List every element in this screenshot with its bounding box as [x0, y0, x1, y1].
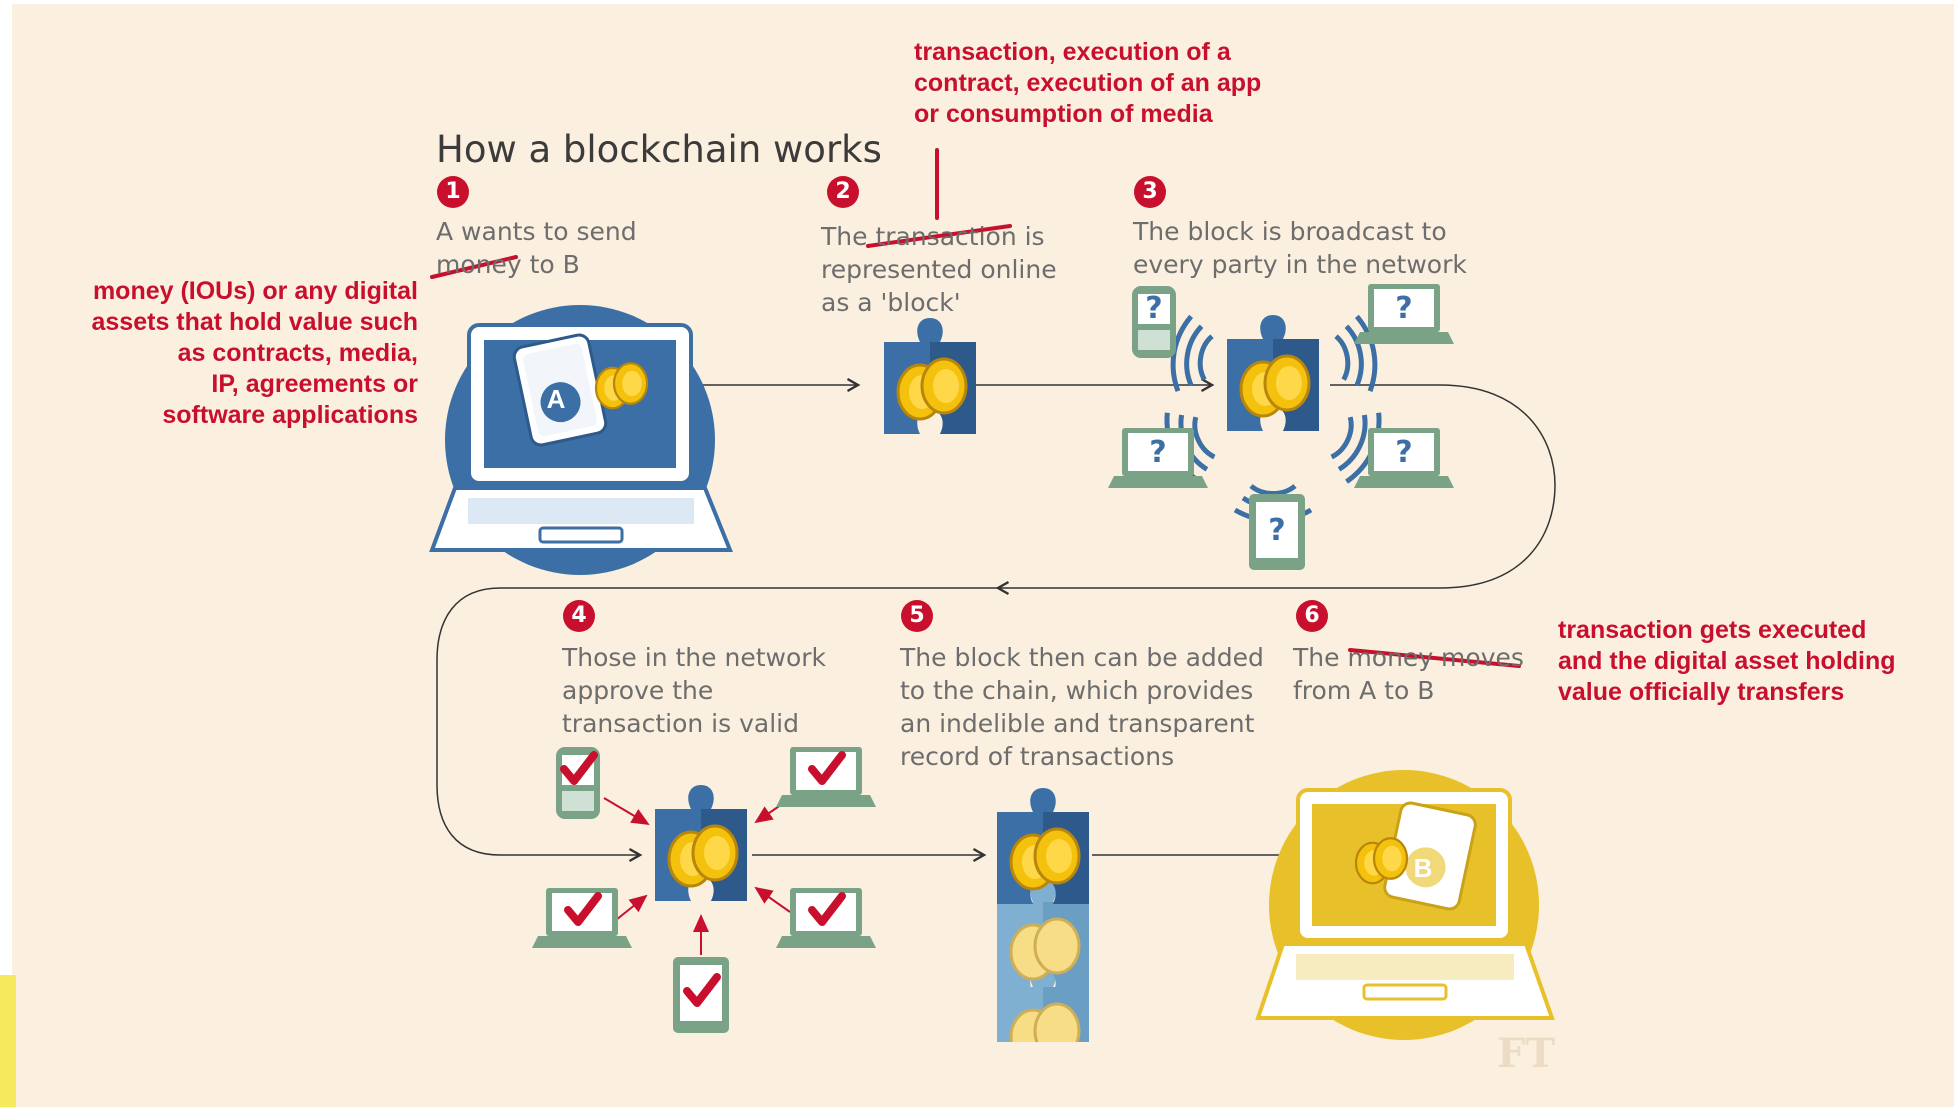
annotation-top-line: transaction, execution of a [914, 38, 1231, 66]
laptop-b-icon: B [1255, 770, 1555, 1040]
step-2-line: as a 'block' [821, 288, 961, 317]
approver-phone-icon [556, 747, 600, 819]
wallet-b-label: B [1414, 853, 1433, 883]
annotation-strike-lines [430, 148, 1521, 668]
question-marks: ? ? ? ? ? [1145, 291, 1412, 548]
annotation-left-line: assets that hold value such [91, 308, 419, 336]
step-4-line: transaction is valid [562, 709, 799, 738]
question-mark-icon: ? [1268, 513, 1285, 548]
step-6-number-badge: 6 [1296, 600, 1328, 632]
step-1-line: money to B [436, 250, 580, 279]
annotation-top: transaction, execution of a contract, ex… [914, 37, 1261, 130]
step-2-line: The transaction is [821, 222, 1045, 251]
step-4-line: Those in the network [562, 643, 827, 672]
wallet-a-label: A [547, 384, 566, 414]
approver-laptop-icon [776, 888, 876, 948]
annotation-right: transaction gets executed and the digita… [1558, 615, 1896, 708]
step-3-line: every party in the network [1133, 250, 1467, 279]
annotation-left: money (IOUs) or any digital assets that … [92, 276, 419, 431]
approval-arrows [603, 797, 791, 955]
broadcast-block-icon [1227, 315, 1319, 431]
step-3-text: The block is broadcast to every party in… [1133, 215, 1467, 281]
step-1-text: A wants to send money to B [436, 215, 637, 281]
step-1-number-badge: 1 [437, 176, 469, 208]
laptop-a-icon: A [429, 305, 733, 575]
question-mark-icon: ? [1395, 435, 1412, 470]
page-title: How a blockchain works [436, 128, 882, 171]
question-mark-icon: ? [1149, 435, 1166, 470]
connector-lines [436, 377, 1556, 863]
question-mark-icon: ? [1145, 291, 1162, 326]
step-6-line: from A to B [1293, 676, 1435, 705]
annotation-right-line: and the digital asset holding [1558, 647, 1896, 675]
edge-glow [0, 975, 16, 1107]
annotation-left-line: as contracts, media, [177, 339, 418, 367]
ft-credit-logo: FT [1497, 1030, 1556, 1077]
approver-tablet-icon [673, 957, 729, 1033]
annotation-right-line: value officially transfers [1558, 678, 1845, 706]
blockchain-icon [997, 788, 1089, 1079]
annotation-top-line: contract, execution of an app [914, 69, 1262, 97]
step-6-line: The money moves [1293, 643, 1524, 672]
step-5-line: The block then can be added [900, 643, 1264, 672]
left-edge [0, 0, 12, 1107]
question-mark-icon: ? [1395, 291, 1412, 326]
step-5-text: The block then can be added to the chain… [900, 641, 1264, 773]
step-3-line: The block is broadcast to [1133, 217, 1447, 246]
step-2-text: The transaction is represented online as… [821, 220, 1057, 319]
top-edge [0, 0, 1954, 4]
step-5-line: record of transactions [900, 742, 1175, 771]
step-5-number-badge: 5 [901, 600, 933, 632]
step-6-text: The money moves from A to B [1293, 641, 1524, 707]
annotation-right-line: transaction gets executed [1558, 616, 1867, 644]
step-3-number-badge: 3 [1134, 176, 1166, 208]
step-5-line: an indelible and transparent [900, 709, 1255, 738]
annotation-left-line: software applications [162, 401, 418, 429]
approver-laptop-icon [776, 747, 876, 807]
annotation-left-line: IP, agreements or [211, 370, 418, 398]
step-4-text: Those in the network approve the transac… [562, 641, 826, 740]
step-4-line: approve the [562, 676, 714, 705]
block-step-2-icon [884, 318, 976, 434]
step-1-line: A wants to send [436, 217, 637, 246]
annotation-left-line: money (IOUs) or any digital [92, 277, 418, 305]
step-2-line: represented online [821, 255, 1057, 284]
step-2-number-badge: 2 [827, 176, 859, 208]
step-4-number-badge: 4 [563, 600, 595, 632]
approver-laptop-icon [532, 888, 632, 948]
approval-block-icon [655, 785, 747, 901]
annotation-top-line: or consumption of media [914, 100, 1213, 128]
step-5-line: to the chain, which provides [900, 676, 1254, 705]
